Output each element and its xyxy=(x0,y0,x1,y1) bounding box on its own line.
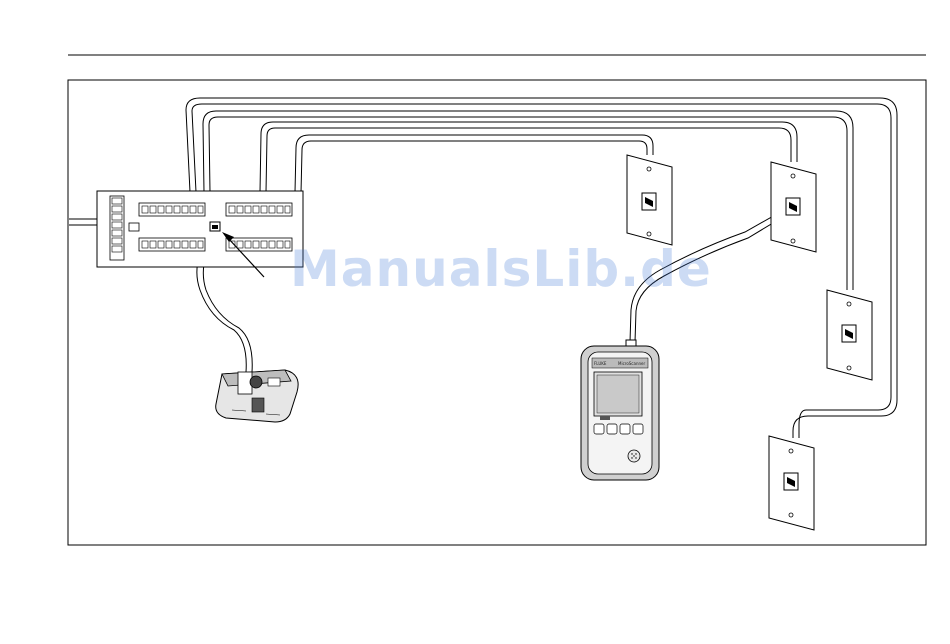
wall-jack-2 xyxy=(771,162,816,252)
wall-jack-icon xyxy=(627,155,872,530)
remote-adapter-icon xyxy=(216,370,298,422)
patch-panel-icon xyxy=(97,191,303,267)
wall-jack-4 xyxy=(769,436,814,530)
cables xyxy=(69,98,897,438)
wall-jack-1 xyxy=(627,155,672,245)
tester-model-label: MicroScanner xyxy=(618,361,645,366)
wall-jack-3 xyxy=(827,290,872,380)
cable-jack-2 xyxy=(260,122,797,192)
cable-jack-1 xyxy=(294,135,653,236)
cable-tester-icon: FLUKE MicroScanner xyxy=(581,340,659,480)
tester-brand-label: FLUKE xyxy=(594,361,607,366)
